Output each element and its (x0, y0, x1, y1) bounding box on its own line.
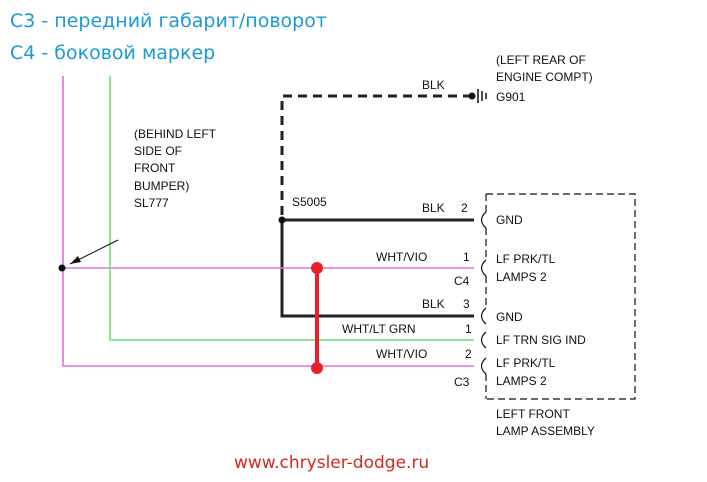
ground-location-line2: ENGINE COMPT) (496, 70, 593, 84)
bumper-line3: FRONT (134, 161, 176, 175)
ground-wire-end-dot (468, 92, 476, 100)
heading-c4: C4 - боковой маркер (10, 42, 215, 64)
c3-pin2-function-line2: LAMPS 2 (496, 374, 547, 388)
ground-wire-dashed (280, 94, 470, 230)
c4-connector-name: C4 (454, 274, 470, 288)
splice-sl777-dot (58, 264, 66, 272)
heading-c3: C3 - передний габарит/поворот (10, 10, 327, 32)
terminal-c4-pin2 (480, 211, 487, 229)
terminal-c4-pin1 (480, 259, 487, 277)
ground-location-line1: (LEFT REAR OF (496, 53, 586, 67)
assembly-name-line2: LAMP ASSEMBLY (496, 424, 595, 438)
bumper-line1: (BEHIND LEFT (134, 127, 217, 141)
bumper-splice-id: SL777 (134, 196, 169, 210)
splice-sl777-arrowhead (70, 256, 81, 264)
c3-pin2-number: 2 (465, 347, 472, 361)
bumper-line4: BUMPER) (134, 179, 189, 193)
terminal-c3-pin2 (480, 357, 487, 375)
ground-wire-color: BLK (422, 78, 445, 92)
assembly-name-line1: LEFT FRONT (496, 407, 570, 421)
splice-s5005-label: S5005 (292, 195, 327, 209)
c4-pin1-number: 1 (463, 250, 470, 264)
c3-pin2-function-line1: LF PRK/TL (496, 356, 556, 370)
ground-icon (477, 89, 487, 103)
red-jumper-top-dot (311, 262, 323, 274)
c4-pin1-function-line1: LF PRK/TL (496, 252, 556, 266)
ground-id: G901 (496, 90, 526, 104)
c3-connector-name: C3 (454, 375, 470, 389)
footer-url[interactable]: www.chrysler-dodge.ru (234, 453, 429, 473)
c3-pin3-number: 3 (463, 297, 470, 311)
vio-wire-c3-pin2 (62, 76, 474, 367)
c3-pin2-wire-color: WHT/VIO (376, 347, 427, 361)
splice-s5005-dot (278, 216, 286, 224)
c3-pin1-function: LF TRN SIG IND (496, 333, 586, 347)
terminal-c3-pin1 (480, 331, 487, 349)
green-wire-c3-pin1 (109, 76, 474, 341)
bumper-line2: SIDE OF (134, 144, 182, 158)
c3-pin3-wire-color: BLK (422, 297, 445, 311)
c4-pin2-wire-color: BLK (422, 201, 445, 215)
c4-pin1-wire-color: WHT/VIO (376, 250, 427, 264)
c4-pin2-number: 2 (461, 201, 468, 215)
c3-pin1-wire-color: WHT/LT GRN (342, 322, 416, 336)
c3-pin1-number: 1 (465, 322, 472, 336)
red-jumper-bottom-dot (311, 362, 323, 374)
blk-wire-c3-pin3 (280, 220, 474, 318)
connector-terminals (480, 211, 487, 375)
c4-pin2-function: GND (496, 213, 523, 227)
terminal-c3-pin3 (480, 307, 487, 325)
c4-pin1-function-line2: LAMPS 2 (496, 270, 547, 284)
c3-pin3-function: GND (496, 310, 523, 324)
